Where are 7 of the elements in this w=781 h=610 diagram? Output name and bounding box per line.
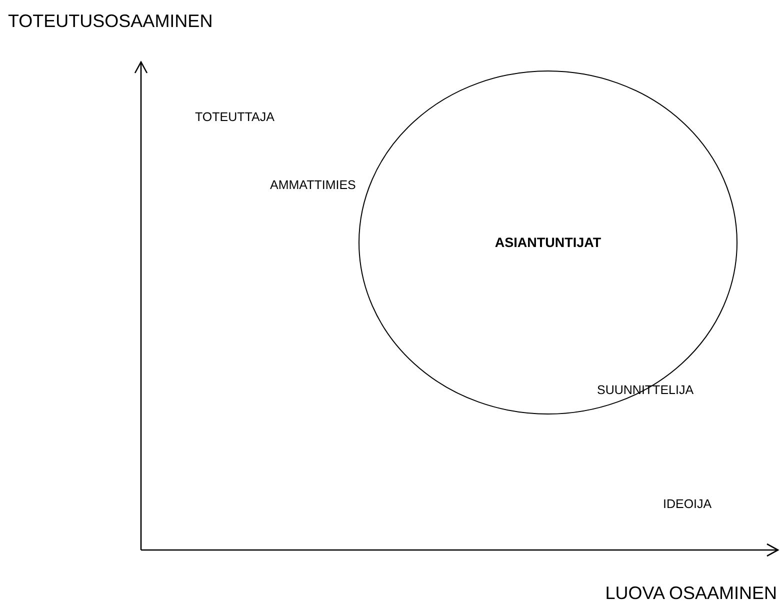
role-label: IDEOIJA <box>663 497 712 511</box>
axis-title: TOTEUTUSOSAAMINEN <box>8 11 213 32</box>
role-label: TOTEUTTAJA <box>195 110 274 124</box>
axis-title: LUOVA OSAAMINEN <box>605 583 777 604</box>
role-label: AMMATTIMIES <box>270 178 356 192</box>
node-label: ASIANTUNTIJAT <box>494 235 602 250</box>
ellipse-node <box>358 70 738 415</box>
